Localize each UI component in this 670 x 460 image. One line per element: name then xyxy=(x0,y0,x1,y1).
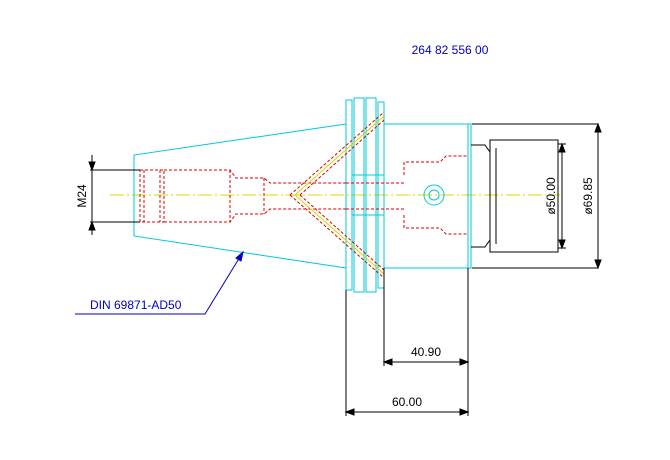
dimension-length-short: 40.90 xyxy=(411,345,441,359)
coolant-channel xyxy=(294,115,385,275)
dimension-length-long: 60.00 xyxy=(392,395,422,409)
tool-holder-outline xyxy=(133,97,472,293)
collar-nut xyxy=(471,123,598,269)
part-number: 264 82 556 00 xyxy=(412,43,489,57)
collar-body xyxy=(467,123,472,269)
standard-label: DIN 69871-AD50 xyxy=(90,298,182,312)
flange-plate-3 xyxy=(365,97,377,293)
thread-section xyxy=(139,169,165,223)
flange-plate-1 xyxy=(345,99,353,291)
flange-plate-2 xyxy=(353,97,365,293)
coolant-port xyxy=(423,184,445,206)
taper-cone xyxy=(133,123,347,269)
dimension-bore-diameter: ø50.00 xyxy=(544,177,558,215)
dimension-thread: M24 xyxy=(75,184,89,208)
dimension-outer-diameter: ø69.85 xyxy=(581,177,595,215)
dimension-lines xyxy=(88,122,602,416)
standard-leader xyxy=(75,250,244,315)
holder-body xyxy=(383,123,469,269)
hidden-lines xyxy=(139,111,468,279)
